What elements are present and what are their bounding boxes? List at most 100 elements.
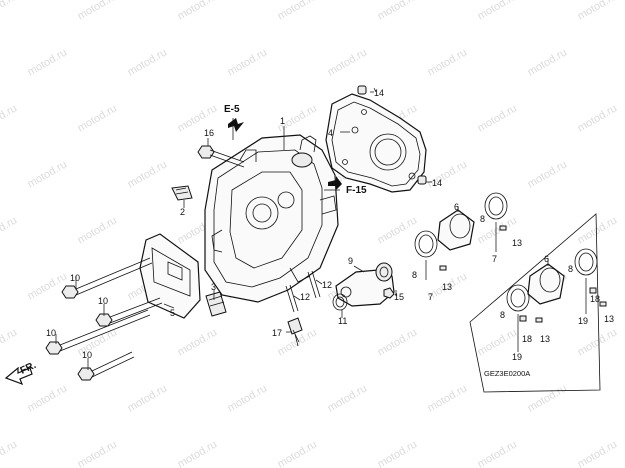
watermark-text: motod.ru xyxy=(426,382,470,414)
callout-8a: 8 xyxy=(412,270,417,280)
insulator-boot-lower xyxy=(527,263,565,305)
nut-18-b xyxy=(589,287,597,294)
clamp-upper-a xyxy=(414,230,438,258)
watermark-text: motod.ru xyxy=(0,438,19,468)
long-bolt-3 xyxy=(45,309,151,355)
callout-6a: 6 xyxy=(454,202,459,212)
watermark-text: motod.ru xyxy=(576,102,620,134)
watermark-text: motod.ru xyxy=(226,46,270,78)
screw-13-a xyxy=(439,265,447,271)
callout-6b: 6 xyxy=(544,254,549,264)
long-bolt-2 xyxy=(95,297,163,327)
callout-2: 2 xyxy=(180,207,185,217)
callout-15: 15 xyxy=(394,292,404,302)
ref-f15: F-15 xyxy=(346,185,367,196)
leader-lines xyxy=(55,87,587,370)
watermark-text: motod.ru xyxy=(326,382,370,414)
callout-8c: 8 xyxy=(500,310,505,320)
callout-7b: 7 xyxy=(492,254,497,264)
callout-10c: 10 xyxy=(46,328,56,338)
watermark-text: motod.ru xyxy=(76,214,120,246)
callout-11: 11 xyxy=(338,316,347,326)
stud-12b xyxy=(285,284,299,313)
callout-7a: 7 xyxy=(428,292,433,302)
callout-12: 12 xyxy=(322,280,332,290)
f15-arrow xyxy=(328,176,342,190)
callout-18a: 18 xyxy=(522,334,532,344)
callout-8d: 8 xyxy=(568,264,573,274)
watermark-text: motod.ru xyxy=(76,438,120,468)
watermark-text: motod.ru xyxy=(176,438,220,468)
watermark-text: motod.ru xyxy=(0,326,19,358)
intake-bolt xyxy=(383,287,395,299)
callout-10b: 10 xyxy=(98,296,108,306)
watermark-text: motod.ru xyxy=(126,46,170,78)
nut-18-a xyxy=(519,315,527,322)
watermark-text: motod.ru xyxy=(276,438,320,468)
watermark-text: motod.ru xyxy=(0,0,19,23)
watermark-text: motod.ru xyxy=(376,438,420,468)
callout-13b: 13 xyxy=(512,238,522,248)
callout-17: 17 xyxy=(272,328,282,338)
watermark-text: motod.ru xyxy=(476,102,520,134)
watermark-text: motod.ru xyxy=(426,46,470,78)
watermark-text: motod.ru xyxy=(526,382,570,414)
watermark-text: motod.ru xyxy=(76,0,120,23)
insulator-boot-upper xyxy=(437,209,475,251)
callout-9: 9 xyxy=(348,256,353,266)
watermark-text: motod.ru xyxy=(476,0,520,23)
watermark-text: motod.ru xyxy=(576,438,620,468)
side-cover-plate xyxy=(139,233,201,319)
watermark-text: motod.ru xyxy=(26,382,70,414)
cylinder-head xyxy=(204,134,339,303)
watermark-text: motod.ru xyxy=(576,0,620,23)
clamp-upper-b xyxy=(484,192,508,220)
watermark-text: motod.ru xyxy=(0,102,19,134)
watermark-text: motod.ru xyxy=(326,46,370,78)
watermark-text: motod.ru xyxy=(126,158,170,190)
callout-8b: 8 xyxy=(480,214,485,224)
watermark-text: motod.ru xyxy=(26,158,70,190)
callout-10a: 10 xyxy=(70,273,80,283)
ref-e5: E-5 xyxy=(224,104,240,115)
watermark-text: motod.ru xyxy=(76,102,120,134)
callout-10d: 10 xyxy=(82,350,92,360)
long-bolt-4 xyxy=(77,351,135,381)
group-separator xyxy=(469,213,601,393)
watermark-text: motod.ru xyxy=(276,0,320,23)
screw-13-d xyxy=(599,301,607,307)
watermark-text: motod.ru xyxy=(176,0,220,23)
watermark-text: motod.ru xyxy=(176,326,220,358)
watermark-text: motod.ru xyxy=(376,0,420,23)
watermark-text: motod.ru xyxy=(526,158,570,190)
watermark-text: motod.ru xyxy=(476,438,520,468)
callout-4: 4 xyxy=(328,128,333,138)
temp-sensor xyxy=(287,317,303,347)
valve-guide-lower xyxy=(205,291,227,317)
callout-19b: 19 xyxy=(578,316,588,326)
diagram-code: GEZ3E0200A xyxy=(484,369,530,378)
watermark-text: motod.ru xyxy=(376,326,420,358)
callout-13c: 13 xyxy=(540,334,550,344)
watermark-text: motod.ru xyxy=(0,214,19,246)
screw-13-c xyxy=(535,317,543,323)
callout-18b: 18 xyxy=(590,294,600,304)
watermark-text: motod.ru xyxy=(26,46,70,78)
callout-13a: 13 xyxy=(442,282,452,292)
stud-bolt xyxy=(197,145,245,168)
watermark-text: motod.ru xyxy=(226,382,270,414)
long-bolt-1 xyxy=(61,257,153,299)
head-gasket xyxy=(325,93,427,193)
watermark-text: motod.ru xyxy=(26,270,70,302)
e5-arrow xyxy=(228,118,244,132)
watermark-text: motod.ru xyxy=(126,382,170,414)
callout-14b: 14 xyxy=(432,178,442,188)
intake-pipe xyxy=(335,262,395,307)
callout-16: 16 xyxy=(204,128,214,138)
callout-5: 5 xyxy=(170,308,175,318)
stud-12 xyxy=(307,270,321,299)
dowel-pin-upper xyxy=(357,85,367,95)
clamp-lower-a xyxy=(506,284,530,312)
watermark-text: motod.ru xyxy=(576,326,620,358)
